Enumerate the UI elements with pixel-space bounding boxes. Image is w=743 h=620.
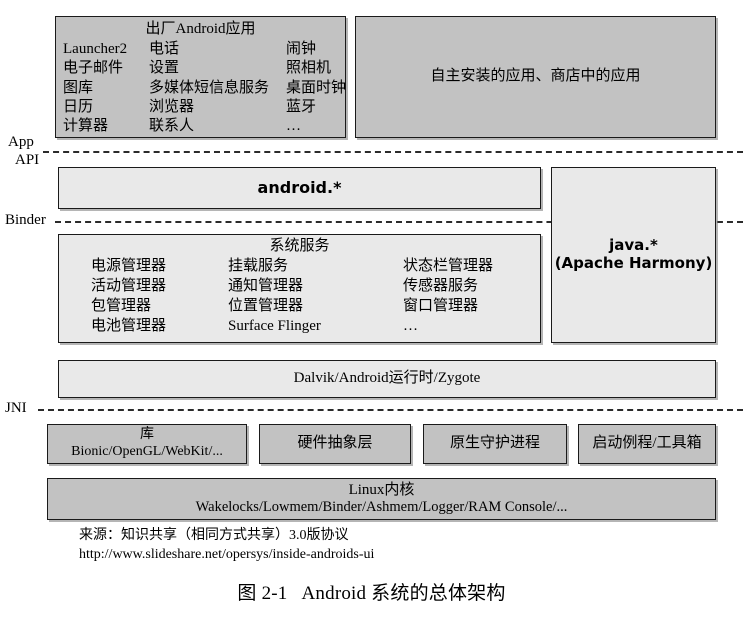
user-apps-label: 自主安装的应用、商店中的应用	[430, 68, 641, 85]
layer-label-jni: JNI	[5, 400, 27, 416]
java-label-line2: (Apache Harmony)	[554, 254, 713, 272]
app-item: 联系人	[149, 118, 195, 135]
android-api-label: android.*	[257, 177, 342, 197]
service-item: 活动管理器	[91, 278, 167, 294]
hal-label: 硬件抽象层	[297, 435, 373, 452]
factory-android-apps-box: 出厂Android应用 Launcher2 电话 闹钟 电子邮件 设置 照相机 …	[55, 16, 346, 138]
app-item: Launcher2	[63, 41, 128, 57]
service-item: 位置管理器	[228, 298, 304, 314]
service-item: 电源管理器	[91, 258, 167, 274]
system-services-list: 电源管理器 挂载服务 状态栏管理器 活动管理器 通知管理器 传感器服务 包管理器…	[59, 256, 540, 336]
dalvik-runtime-label: Dalvik/Android运行时/Zygote	[293, 370, 481, 387]
java-apache-harmony-box: java.* (Apache Harmony)	[551, 167, 716, 343]
layer-label-binder: Binder	[5, 212, 46, 228]
app-item: 照相机	[286, 60, 332, 77]
app-item: 多媒体短信息服务	[149, 79, 270, 96]
daemons-label: 原生守护进程	[449, 435, 540, 452]
source-url-line: http://www.slideshare.net/opersys/inside…	[79, 547, 375, 562]
app-item: 设置	[149, 60, 180, 77]
figure-title: Android 系统的总体架构	[301, 583, 506, 604]
source-attribution: 来源：知识共享（相同方式共享）3.0版协议 http://www.slidesh…	[79, 526, 374, 564]
init-toolbox-box: 启动例程/工具箱	[578, 424, 716, 464]
java-label-line1: java.*	[609, 236, 658, 255]
figure-number: 图 2-1	[237, 583, 288, 604]
hardware-abstraction-layer-box: 硬件抽象层	[259, 424, 411, 464]
source-license-line: 来源：知识共享（相同方式共享）3.0版协议	[79, 528, 349, 543]
linux-kernel-box: Linux内核 Wakelocks/Lowmem/Binder/Ashmem/L…	[47, 478, 716, 520]
app-item: 图库	[63, 79, 94, 96]
user-installed-apps-box: 自主安装的应用、商店中的应用	[355, 16, 716, 138]
app-item: 浏览器	[149, 98, 195, 115]
app-item: 电话	[149, 41, 180, 57]
service-item: 电池管理器	[91, 318, 167, 334]
service-item: 通知管理器	[228, 278, 304, 294]
jni-divider-line	[38, 409, 743, 411]
factory-apps-list: Launcher2 电话 闹钟 电子邮件 设置 照相机 图库 多媒体短信息服务 …	[56, 40, 347, 136]
kernel-subtitle: Wakelocks/Lowmem/Binder/Ashmem/Logger/RA…	[195, 499, 568, 516]
system-services-title: 系统服务	[269, 238, 330, 254]
init-label: 启动例程/工具箱	[592, 435, 702, 452]
service-item: Surface Flinger	[228, 318, 321, 334]
layer-label-api: API	[15, 152, 40, 168]
system-services-box: 系统服务 电源管理器 挂载服务 状态栏管理器 活动管理器 通知管理器 传感器服务…	[58, 234, 541, 343]
app-item: 闹钟	[286, 41, 317, 57]
app-item: 电子邮件	[63, 60, 124, 77]
app-item: 桌面时钟	[286, 79, 347, 96]
service-item: 传感器服务	[403, 278, 479, 294]
service-item: 挂载服务	[228, 258, 289, 274]
native-libraries-box: 库 Bionic/OpenGL/WebKit/...	[47, 424, 247, 464]
native-daemons-box: 原生守护进程	[423, 424, 567, 464]
app-item: 蓝牙	[286, 98, 317, 115]
app-item: …	[286, 118, 301, 135]
service-item: 窗口管理器	[403, 298, 479, 314]
libraries-title: 库	[140, 427, 154, 443]
binder-divider-line	[55, 221, 743, 223]
figure-caption: 图 2-1 Android 系统的总体架构	[0, 578, 743, 605]
kernel-title: Linux内核	[348, 481, 415, 498]
layer-label-app: App	[8, 134, 34, 150]
service-item: 状态栏管理器	[403, 258, 494, 274]
app-api-divider-line	[43, 151, 743, 153]
android-api-box: android.*	[58, 167, 541, 209]
app-item: 计算器	[63, 118, 109, 135]
app-item: 日历	[63, 98, 94, 115]
service-item: 包管理器	[91, 298, 152, 314]
factory-apps-title: 出厂Android应用	[145, 21, 256, 37]
dalvik-runtime-box: Dalvik/Android运行时/Zygote	[58, 360, 716, 398]
service-item: …	[403, 318, 418, 334]
libraries-detail: Bionic/OpenGL/WebKit/...	[71, 444, 223, 459]
